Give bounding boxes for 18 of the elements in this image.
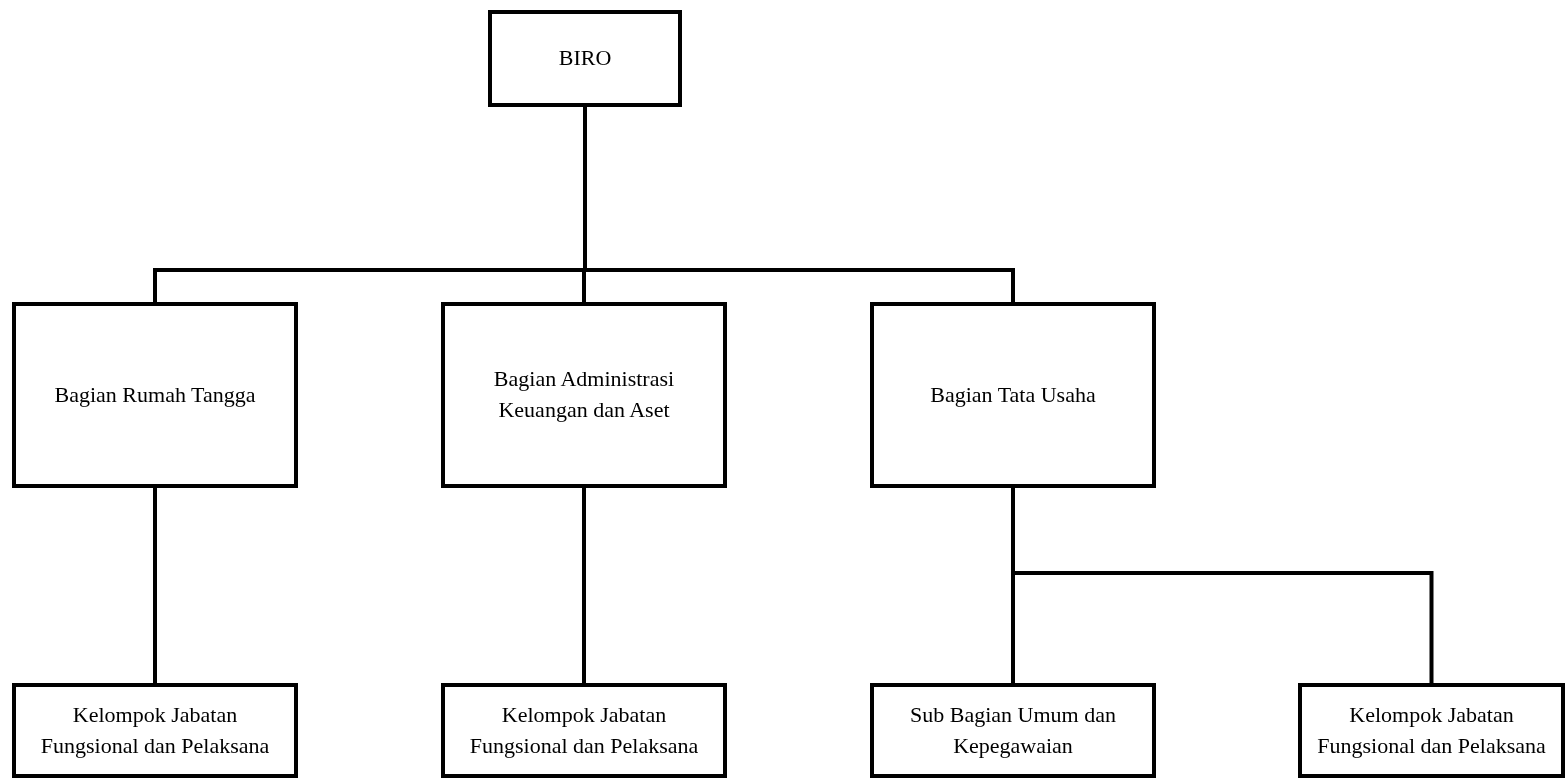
unit-name: Sub Bagian Umum dan Kepegawaian [909, 700, 1117, 760]
org-box [12, 302, 298, 488]
connector-line [582, 486, 586, 685]
unit-name: Kelompok Jabatan Fungsional dan Pelaksana [468, 700, 700, 760]
unit-name: Kelompok Jabatan Fungsional dan Pelaksana [1316, 700, 1547, 760]
org-box [1298, 683, 1565, 778]
unit-name: Bagian Rumah Tangga [54, 380, 256, 409]
unit-name: Bagian Tata Usaha [930, 380, 1096, 409]
org-box [12, 683, 298, 778]
connector-line [153, 486, 157, 685]
org-box [441, 302, 727, 488]
unit-name: BIRO [558, 44, 612, 73]
org-box [441, 683, 727, 778]
org-box [870, 683, 1156, 778]
unit-name: Bagian Administrasi Keuangan dan Aset [492, 365, 676, 424]
unit-name: Kelompok Jabatan Fungsional dan Pelaksana [39, 700, 271, 760]
org-box [488, 10, 682, 107]
org-box [870, 302, 1156, 488]
